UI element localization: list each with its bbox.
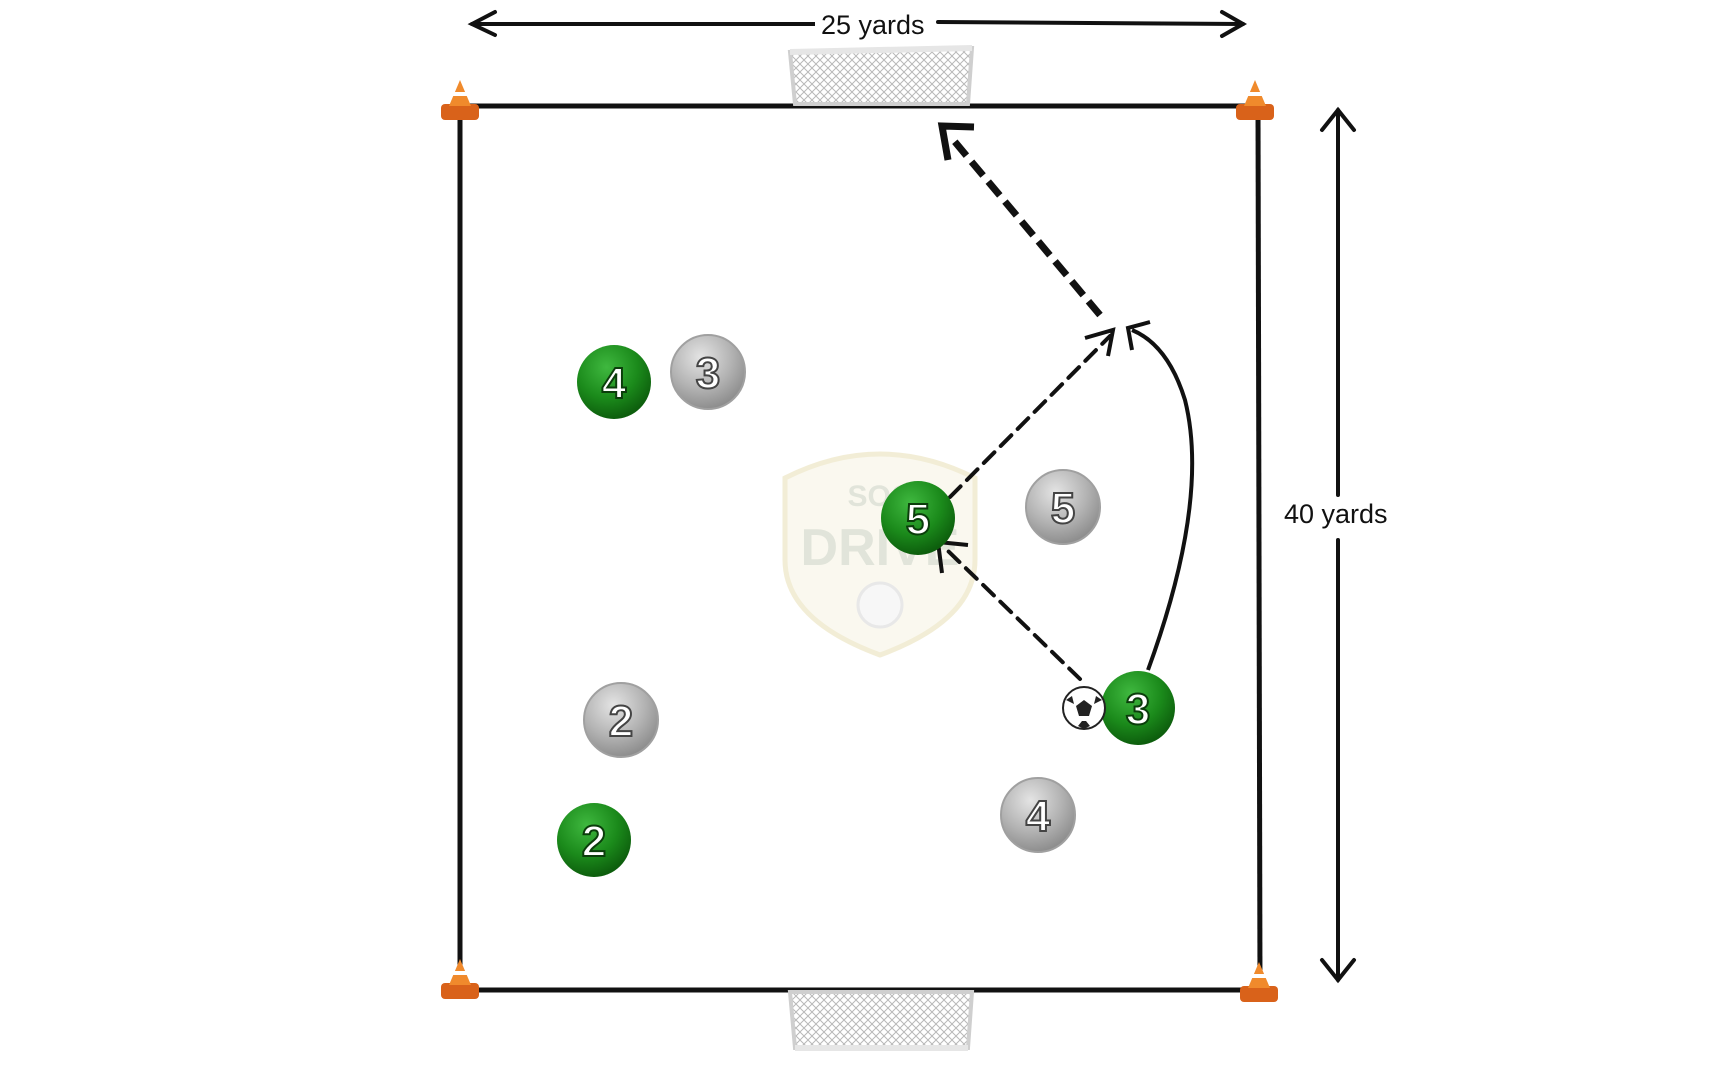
green-player-4-number: 4 (602, 359, 627, 408)
shot-arrow-head (937, 122, 975, 161)
width-dimension-arrow (467, 10, 1248, 38)
height-dimension-arrow (1320, 106, 1356, 984)
gray-player-2-number: 2 (609, 697, 633, 746)
run-arrow-3-curve (1131, 328, 1195, 671)
run-arrow-3-curve-head (1125, 320, 1151, 351)
pass-arrow-3-to-5 (943, 546, 1082, 681)
gray-player-5: 5 (1025, 469, 1101, 545)
cone-bottom-right-icon (1240, 962, 1278, 1002)
green-player-3-number: 3 (1126, 685, 1150, 734)
cone-top-right-icon (1236, 80, 1274, 120)
cone-bottom-left-icon (441, 959, 479, 999)
gray-player-2: 2 (583, 682, 659, 758)
gray-player-4-number: 4 (1026, 792, 1051, 841)
green-player-3: 3 (1101, 671, 1175, 745)
gray-player-4: 4 (1000, 777, 1076, 853)
green-player-2-number: 2 (582, 817, 606, 866)
gray-player-3: 3 (670, 334, 746, 410)
pass-arrow-5-to-space (948, 334, 1112, 499)
gray-player-5-number: 5 (1051, 484, 1075, 533)
width-dimension-label: 25 yards (815, 12, 931, 39)
gray-player-3-number: 3 (696, 349, 720, 398)
cone-top-left-icon (441, 80, 479, 120)
top-goal (787, 45, 975, 106)
height-dimension-label: 40 yards (1280, 497, 1392, 532)
soccer-ball-icon (1062, 686, 1106, 730)
shot-arrow (947, 133, 1103, 318)
pass-arrow-5-to-space-head (1084, 327, 1116, 357)
bottom-goal (787, 990, 975, 1051)
green-player-5-number: 5 (906, 495, 930, 544)
watermark-logo: SOC DRIVE (782, 451, 978, 658)
green-player-4: 4 (577, 345, 651, 419)
green-player-2: 2 (557, 803, 631, 877)
green-player-5: 5 (881, 481, 955, 555)
